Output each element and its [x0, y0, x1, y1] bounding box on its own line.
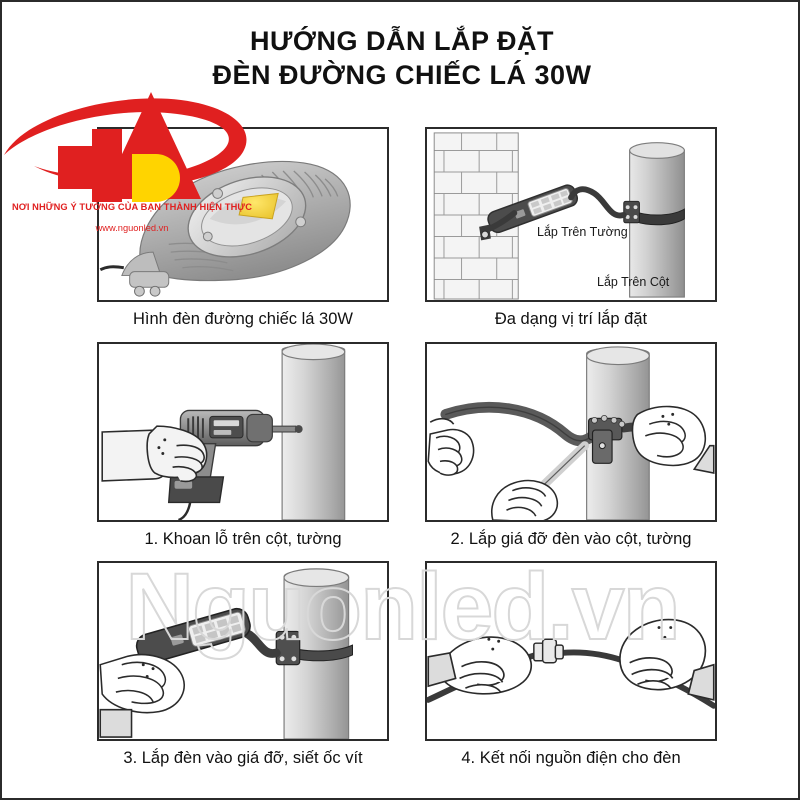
- brand-logo: [2, 54, 266, 244]
- title-line-2: ĐÈN ĐƯỜNG CHIẾC LÁ 30W: [212, 60, 592, 90]
- panel-mount-positions: Lắp Trên Tường Lắp Trên Cột Đa dạng vị t…: [425, 127, 717, 330]
- panel-step-4-caption: 4. Kết nối nguồn điện cho đèn: [461, 749, 681, 767]
- wall-and-pole-mount-icon: [427, 129, 715, 300]
- connect-power-cable-icon: [427, 563, 715, 739]
- panel-step-1-caption: 1. Khoan lỗ trên cột, tường: [144, 530, 342, 548]
- title-line-1: HƯỚNG DẪN LẮP ĐẶT: [250, 26, 554, 56]
- attach-bracket-to-pole-icon: [427, 344, 715, 520]
- panel-step-3-frame: [97, 561, 389, 741]
- pole-mount-label: Lắp Trên Cột: [597, 275, 670, 289]
- panel-mount-positions-caption: Đa dạng vị trí lắp đặt: [494, 310, 648, 328]
- panel-step-2-caption: 2. Lắp giá đỡ đèn vào cột, tường: [450, 530, 692, 548]
- panel-step-3-caption: 3. Lắp đèn vào giá đỡ, siết ốc vít: [123, 749, 363, 767]
- panel-step-4-frame: [425, 561, 717, 741]
- panel-product-caption: Hình đèn đường chiếc lá 30W: [133, 310, 353, 328]
- wall-mount-label: Lắp Trên Tường: [537, 225, 628, 239]
- panel-step-3: 3. Lắp đèn vào giá đỡ, siết ốc vít: [97, 561, 389, 769]
- panel-step-2-frame: [425, 342, 717, 522]
- panel-step-4: 4. Kết nối nguồn điện cho đèn: [425, 561, 717, 769]
- page-title: HƯỚNG DẪN LẮP ĐẶT ĐÈN ĐƯỜNG CHIẾC LÁ 30W: [2, 24, 798, 92]
- mount-lamp-on-bracket-icon: [99, 563, 387, 739]
- logo-tagline: NƠI NHỮNG Ý TƯỞNG CỦA BẠN THÀNH HIỆN THỰ…: [11, 202, 253, 212]
- panel-step-1-frame: [97, 342, 389, 522]
- panel-step-1: 1. Khoan lỗ trên cột, tường: [97, 342, 389, 550]
- panel-mount-positions-frame: Lắp Trên Tường Lắp Trên Cột: [425, 127, 717, 302]
- drill-hole-in-pole-icon: [99, 344, 387, 520]
- panel-step-2: 2. Lắp giá đỡ đèn vào cột, tường: [425, 342, 717, 550]
- logo-url: www.nguonled.vn: [95, 223, 169, 233]
